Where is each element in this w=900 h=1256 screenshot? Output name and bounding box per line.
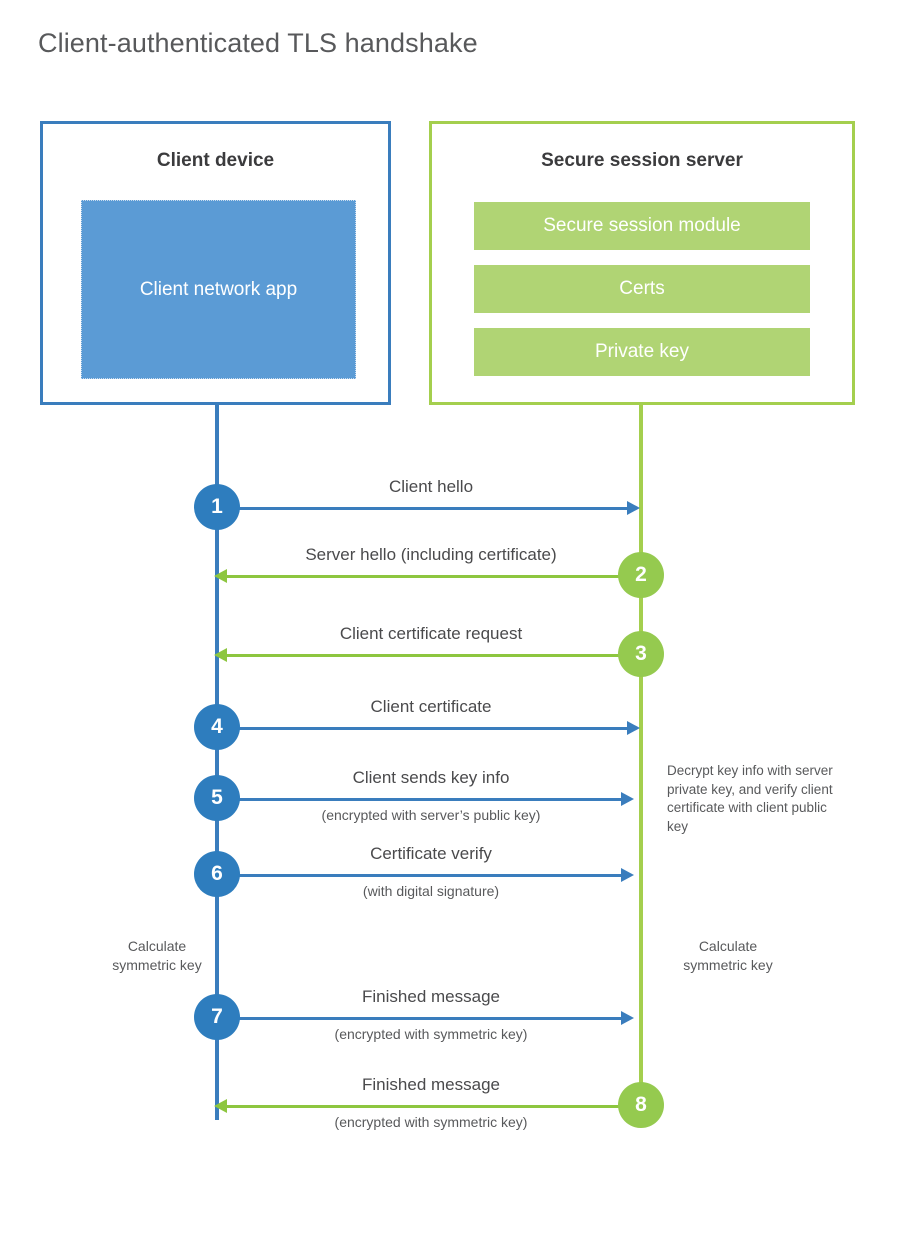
step-badge-3[interactable]: 3 [618,631,664,677]
server-decrypt-note: Decrypt key info with server private key… [667,763,833,834]
step-badge-2[interactable]: 2 [618,552,664,598]
message-5-line [217,798,621,801]
message-5-sublabel: (encrypted with server’s public key) [321,807,541,823]
page-title: Client-authenticated TLS handshake [38,28,478,58]
message-8-arrowhead-icon [214,1099,227,1113]
step-badge-7[interactable]: 7 [194,994,240,1040]
message-7-arrowhead-icon [621,1011,634,1025]
message-7-sublabel: (encrypted with symmetric key) [334,1026,528,1042]
step-badge-1[interactable]: 1 [194,484,240,530]
secure-session-server-box: Secure session server Secure session mod… [429,121,855,405]
message-6-line [217,874,621,877]
server-component-secure-session-module: Secure session module [474,202,810,250]
client-device-title: Client device [156,150,275,171]
message-2-arrowhead-icon [214,569,227,583]
message-5-label: Client sends key info [352,768,510,787]
message-1-label: Client hello [388,477,474,496]
message-1-arrowhead-icon [627,501,640,515]
message-1-line [217,507,627,510]
message-6-arrowhead-icon [621,868,634,882]
step-badge-8[interactable]: 8 [618,1082,664,1128]
message-2-line [227,575,639,578]
client-network-app-block: Client network app [81,200,356,379]
message-5-arrowhead-icon [621,792,634,806]
message-3-line [227,654,639,657]
message-8-label: Finished message [362,1075,500,1094]
message-7-line [217,1017,621,1020]
message-6-sublabel: (with digital signature) [362,883,500,899]
message-2-label: Server hello (including certificate) [305,545,557,564]
message-4-line [217,727,627,730]
step-badge-6[interactable]: 6 [194,851,240,897]
step-badge-5[interactable]: 5 [194,775,240,821]
server-component-certs: Certs [474,265,810,313]
client-lifeline [215,402,219,1120]
message-3-arrowhead-icon [214,648,227,662]
server-component-private-key: Private key [474,328,810,376]
step-badge-4[interactable]: 4 [194,704,240,750]
message-8-sublabel: (encrypted with symmetric key) [334,1114,528,1130]
message-8-line [227,1105,639,1108]
secure-session-server-title: Secure session server [541,150,743,171]
message-4-arrowhead-icon [627,721,640,735]
message-6-label: Certificate verify [370,844,492,863]
server-lifeline [639,402,643,1107]
client-calculate-symmetric-key-note: Calculate symmetric key [112,938,202,973]
message-3-label: Client certificate request [339,624,523,643]
client-device-box: Client device Client network app [40,121,391,405]
message-4-label: Client certificate [370,697,492,716]
message-7-label: Finished message [362,987,500,1006]
server-calculate-symmetric-key-note: Calculate symmetric key [683,938,773,973]
